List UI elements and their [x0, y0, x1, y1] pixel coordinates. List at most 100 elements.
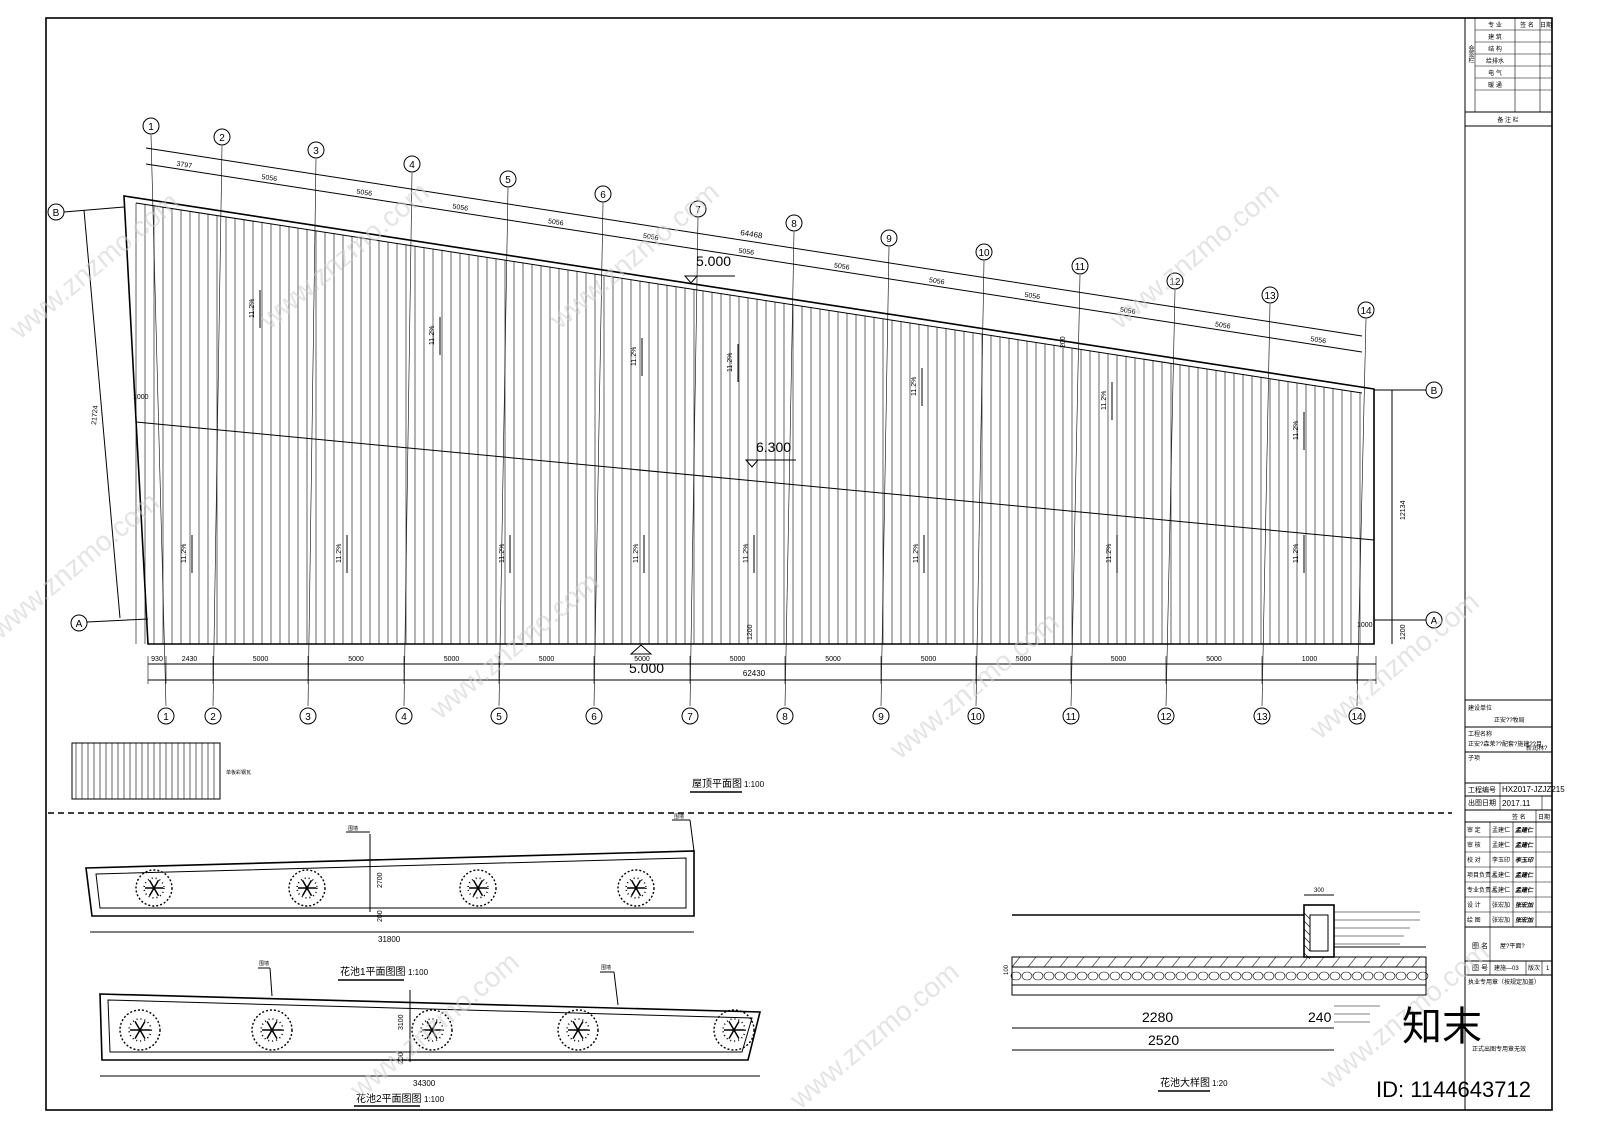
- dim-bottom: 5000: [1016, 656, 1032, 663]
- axis-bubble-bottom: [681, 707, 699, 725]
- detail-hatch-line: [1235, 956, 1245, 968]
- axis-line: [403, 172, 413, 707]
- axis-line: [1261, 303, 1271, 707]
- tb-footer: 正式出图专用章无效: [1472, 1045, 1526, 1053]
- watermark-4: www.znzmo.com: [1103, 176, 1285, 335]
- dim-top: 5056: [642, 233, 659, 242]
- planter-1-label-a: 围墙: [348, 825, 358, 832]
- axis-label-top: 11: [1075, 262, 1086, 273]
- detail-hatch-line: [1075, 956, 1085, 968]
- detail-hatch-line: [1027, 956, 1037, 968]
- axis-line: [1356, 318, 1367, 707]
- axis-label-b-left: B: [53, 208, 60, 219]
- countersign-discipline: 电 气: [1488, 69, 1502, 77]
- curb-hatch-line: [1303, 912, 1311, 920]
- tree-branch: [134, 1029, 141, 1040]
- detail-hatch-line: [1363, 956, 1373, 968]
- axis-label-top: 5: [505, 175, 511, 186]
- slope-label: 11.2%: [1101, 391, 1108, 410]
- axis-label-bottom: 2: [210, 712, 216, 723]
- detail-dim-total: 2520: [1148, 1032, 1179, 1048]
- gravel-stone: [1307, 971, 1319, 981]
- slope-label: 11.2%: [336, 544, 343, 563]
- axis-label-top: 8: [791, 219, 797, 230]
- gravel-stone: [1142, 971, 1154, 981]
- tree-canopy: [467, 877, 489, 899]
- tree-icon: [713, 1009, 755, 1051]
- gravel-stone: [1406, 971, 1418, 981]
- detail-hatch-line: [1187, 956, 1197, 968]
- detail-hatch-line: [1411, 956, 1421, 968]
- axis-label-top: 10: [978, 248, 990, 259]
- axis-bubble-top: [499, 170, 517, 188]
- notes-header-box: [1464, 111, 1553, 127]
- dim-top: 5056: [738, 248, 755, 257]
- tree-icon: [251, 1009, 293, 1051]
- tree-branch: [572, 1020, 579, 1031]
- planter-1-dim-wall: 200: [377, 910, 384, 922]
- tb-role-signature: 张宏加: [1515, 916, 1534, 924]
- axis-label-bottom: 11: [1066, 712, 1077, 723]
- gravel-stone: [1384, 971, 1396, 981]
- axis-label-bottom: 9: [878, 712, 884, 723]
- axis-label-top: 3: [313, 146, 319, 157]
- slope-label: 11.2%: [633, 544, 640, 563]
- tree-branch: [426, 1020, 433, 1031]
- elev-bottom: 5.000: [629, 660, 664, 676]
- tb-date-value: 2017.11: [1502, 799, 1531, 808]
- tb-date-header: 日期: [1538, 813, 1550, 821]
- axis-bubble-bottom: [1348, 707, 1366, 725]
- planter-2-leader-a-2: [269, 967, 273, 997]
- dim-right: 12134: [1400, 500, 1407, 520]
- tree-branch: [635, 887, 642, 897]
- slope-label: 11.2%: [913, 544, 920, 563]
- tb-role: 设 计: [1467, 901, 1481, 909]
- slope-label: 11.2%: [429, 326, 436, 345]
- detail-layer-1: [1011, 956, 1427, 968]
- tree-branch: [266, 1029, 273, 1040]
- curb-hatch-line: [1303, 936, 1311, 944]
- dim-top: 5056: [452, 203, 469, 212]
- detail-dim-a: 2280: [1142, 1009, 1173, 1025]
- gravel-stone: [1373, 971, 1385, 981]
- tree-icon: [135, 869, 173, 907]
- axis-label-bottom: 3: [305, 712, 311, 723]
- gravel-stone: [1208, 971, 1220, 981]
- axis-line-a-left: [86, 618, 149, 623]
- planter-2-title: 花池2平面图图: [356, 1092, 422, 1105]
- axis-bubble-bottom: [204, 707, 222, 725]
- watermark-7: www.znzmo.com: [883, 606, 1065, 765]
- dim-bottom: 5000: [539, 656, 555, 663]
- axis-label-a-left: A: [76, 619, 83, 630]
- dim-bottom: 5000: [730, 656, 746, 663]
- dim-left: 21724: [91, 405, 100, 425]
- planter-1-dim-height: 2700: [377, 872, 384, 888]
- planter-2-inner: [107, 999, 753, 1053]
- planter-1-leader-b-2: [689, 819, 695, 852]
- gravel-stone: [1164, 971, 1176, 981]
- tb-drawing-name-label: 图 名: [1472, 941, 1488, 950]
- watermark-2: www.znzmo.com: [253, 176, 435, 335]
- dim-right-inner: 1000: [1357, 622, 1373, 629]
- tree-icon: [411, 1009, 453, 1051]
- slope-label: 11.2%: [1106, 544, 1113, 563]
- tree-canopy: [625, 877, 647, 899]
- tree-branch: [148, 879, 155, 889]
- watermarks: www.znzmo.com www.znzmo.com www.znzmo.co…: [0, 176, 1531, 1115]
- tb-role-name: 张宏加: [1492, 916, 1510, 924]
- dim-bottom: 5000: [634, 656, 650, 663]
- detail-title: 花池大样图: [1160, 1076, 1210, 1089]
- gravel-stone: [1010, 971, 1022, 981]
- planter-detail: 300 100 2280 240 2520 花池大样图 1:20: [1004, 888, 1429, 1092]
- tb-stamp-label: 执业专用章（按规定加盖）: [1468, 978, 1540, 986]
- axis-line: [784, 231, 795, 707]
- tree-icon: [119, 1009, 161, 1051]
- tb-project-extra: 新润林?: [1526, 744, 1548, 752]
- gravel-stone: [1186, 971, 1198, 981]
- dims-top: 3797505650565056505650565056505650565056…: [176, 161, 1327, 346]
- dim-left-small: 1000: [133, 394, 149, 401]
- tree-branch: [271, 1020, 278, 1031]
- axis-bubble-top: [880, 229, 898, 247]
- tb-role: 项目负责人: [1467, 871, 1497, 879]
